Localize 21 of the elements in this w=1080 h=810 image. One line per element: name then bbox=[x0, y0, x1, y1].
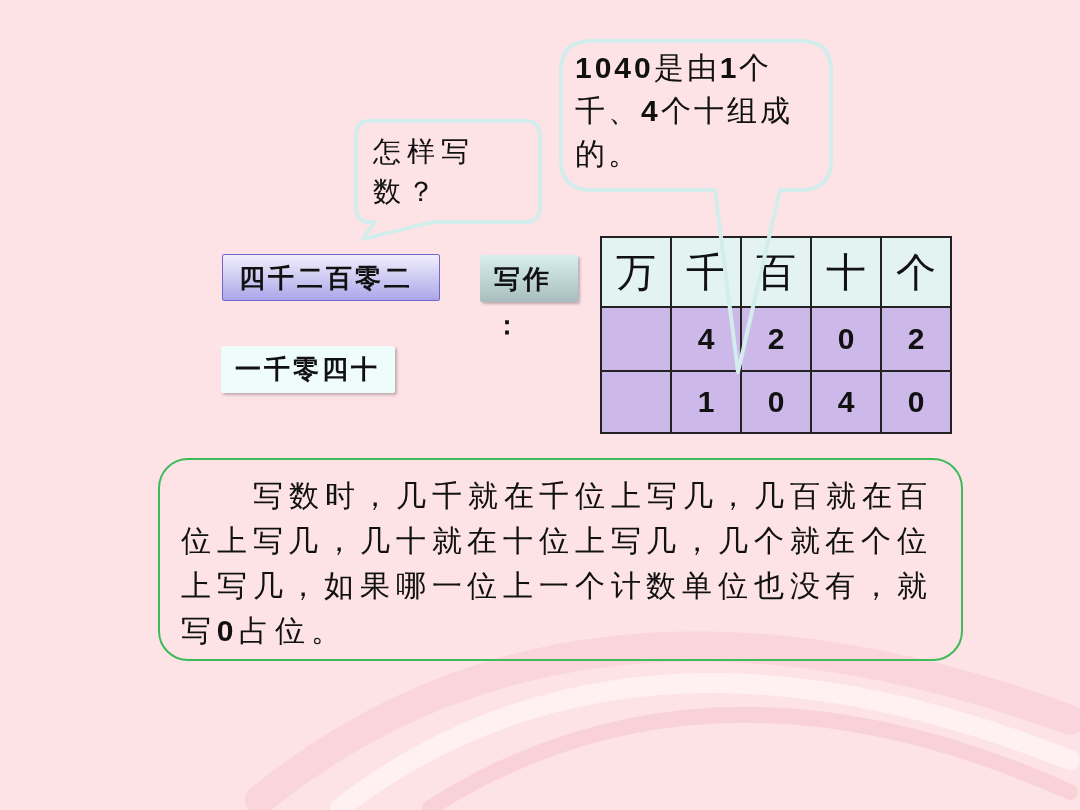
digit-cell: 0 bbox=[811, 307, 881, 371]
place-value-header: 十 bbox=[811, 237, 881, 307]
place-value-header: 百 bbox=[741, 237, 811, 307]
place-value-header: 万 bbox=[601, 237, 671, 307]
note-box bbox=[158, 458, 963, 661]
number-word-box bbox=[222, 254, 440, 301]
digit-cell: 2 bbox=[741, 307, 811, 371]
place-value-header: 个 bbox=[881, 237, 951, 307]
digit-cell: 2 bbox=[881, 307, 951, 371]
place-value-header: 千 bbox=[671, 237, 741, 307]
number-word-box bbox=[221, 346, 395, 393]
bubble-text: 1040是由1个千、4个十组成的。 bbox=[575, 49, 794, 173]
digit-cell: 1 bbox=[671, 371, 741, 433]
bubble-text: 怎样写数？ bbox=[373, 134, 476, 210]
number-words: 四千二百零二 bbox=[239, 262, 414, 295]
digit-cell: 4 bbox=[811, 371, 881, 433]
digit-cell: 0 bbox=[881, 371, 951, 433]
number-words: 一千零四十 bbox=[235, 353, 381, 386]
label-text: 写作： bbox=[494, 263, 553, 342]
digit-cell: 0 bbox=[741, 371, 811, 433]
speech-bubble bbox=[353, 118, 543, 242]
